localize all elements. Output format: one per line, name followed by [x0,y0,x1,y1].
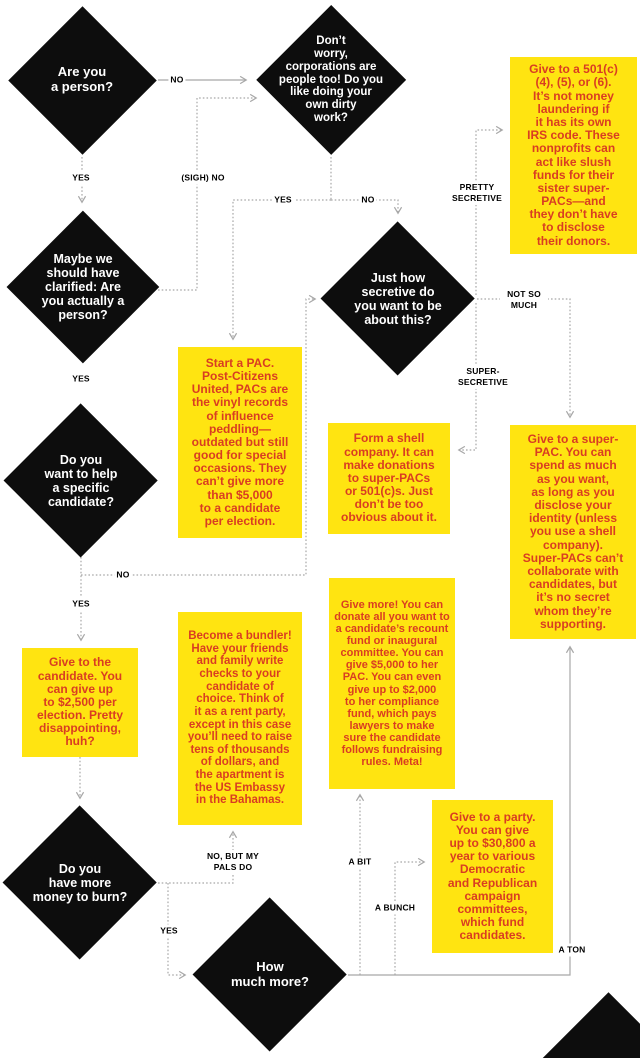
question-how-secretive: Just how secretive do you want to be abo… [320,221,476,377]
edge-pals-to-bundler [158,830,238,884]
note-text: Start a PAC. Post-Citizens United, PACs … [191,355,289,529]
edge-yes-to-start-a-pac [228,199,331,341]
edge-label-yes-person: YES [70,171,92,185]
note-text: Give to a super- PAC. You can spend as m… [522,432,624,631]
edge-label-a-bit: A BIT [346,855,374,869]
note-give-to-a-party: Give to a party. You can give up to $30,… [432,800,553,953]
edge-pretty-secretive-to-501c [475,125,504,295]
note-text: Give more! You can donate all you want t… [334,598,450,769]
edge-no-to-secretive [331,199,403,215]
cutoff-diamond-bottom-right [533,991,640,1058]
edge-super-secretive-to-shell [457,303,477,455]
note-give-to-candidate: Give to the candidate. You can give up t… [22,648,138,757]
note-become-a-bundler: Become a bundler! Have your friends and … [178,612,302,825]
edge-label-a-ton: A TON [556,943,588,957]
note-give-to-superpac: Give to a super- PAC. You can spend as m… [510,425,636,639]
question-are-you-a-person: Are you a person? [7,5,157,155]
question-text: Are you a person? [50,64,114,94]
edge-label-no-specific: NO [114,568,132,582]
edge-not-so-much-to-superpac [477,298,575,419]
edge-yes-to-how-much-more [167,883,187,980]
question-actually-a-person: Maybe we should have clarified: Are you … [6,210,160,364]
edge-label-pretty-secretive: PRETTY SECRETIVE [448,180,506,206]
edge-label-yes-more-money: YES [158,924,180,938]
edge-label-not-so-much: NOT SO MUCH [500,287,548,313]
note-text: Form a shell company. It can make donati… [341,431,437,525]
question-text: Just how secretive do you want to be abo… [354,271,442,327]
note-text: Become a bundler! Have your friends and … [187,630,293,807]
edge-label-yes-specific: YES [70,597,92,611]
question-text: How much more? [230,959,309,989]
edge-label-yes-actually: YES [70,372,92,386]
edge-label-a-bunch: A BUNCH [372,901,418,915]
note-text: Give to the candidate. You can give up t… [36,655,124,749]
question-money-to-burn: Do you have more money to burn? [2,805,158,961]
note-start-a-pac: Start a PAC. Post-Citizens United, PACs … [178,347,302,538]
edge-a-bunch-to-party [394,857,426,975]
edge-label-super-secretive: SUPER-SECRETIVE [452,364,514,390]
question-text: Maybe we should have clarified: Are you … [41,252,125,322]
note-text: Give to a 501(c) (4), (5), or (6). It’s … [527,62,620,248]
edge-label-no-but-my-pals-do: NO, BUT MY PALS DO [193,849,273,875]
question-text: Don’t worry, corporations are people too… [278,34,384,125]
edge-label-no-person: NO [168,73,186,87]
edge-label-sigh-no: (SIGH) NO [179,171,227,185]
note-give-more: Give more! You can donate all you want t… [329,578,455,789]
note-give-to-501c: Give to a 501(c) (4), (5), or (6). It’s … [510,57,637,254]
edge-sigh-no-to-corporations [158,93,258,291]
note-shell-company: Form a shell company. It can make donati… [328,423,450,534]
edge-label-yes-dirty-work: YES [272,193,294,207]
edge-label-no-dirty-work: NO [359,193,377,207]
note-text: Give to a party. You can give up to $30,… [447,809,538,943]
edge-no-to-secretive-from-candidate [81,294,317,576]
question-how-much-more: How much more? [192,897,348,1053]
question-text: Do you have more money to burn? [32,862,128,904]
question-text: Do you want to help a specific candidate… [44,453,118,509]
question-corporations-are-people: Don’t worry, corporations are people too… [255,4,407,156]
question-help-specific-candidate: Do you want to help a specific candidate… [3,403,159,559]
edge-a-ton-to-superpac [348,645,575,976]
